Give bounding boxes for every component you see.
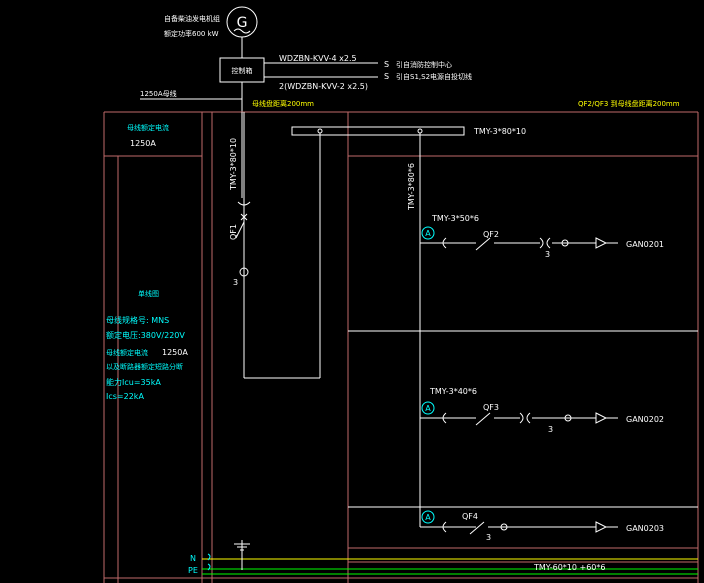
generator-wave-icon	[233, 28, 251, 34]
qf1-switch-blade	[235, 221, 245, 239]
branch-3-disconnect-arc-icon	[442, 521, 447, 533]
main-busbar	[291, 126, 465, 136]
pe-label: PE	[188, 566, 198, 575]
branch-1-coupling-icon	[539, 237, 551, 249]
branch-2-arrow-icon	[595, 412, 608, 424]
branch-2-breaker-label: QF3	[483, 403, 499, 412]
branch-2-outlet: GAN0202	[626, 415, 664, 424]
spec-6: Ics=22kA	[106, 392, 144, 401]
branch-2-ammeter-icon	[421, 401, 435, 415]
branch-2-coupling-icon	[519, 412, 531, 424]
branch-2-breaker-blade	[475, 412, 491, 426]
busbar-distance-right: QF2/QF3 到母线盘距离200mm	[578, 99, 680, 108]
single-line-title: 单线图	[138, 289, 159, 298]
branch-1-breaker-label: QF2	[483, 230, 499, 239]
generator-note-2: 额定功率600 kW	[164, 29, 219, 38]
main-busbar-label: TMY-3*80*10	[473, 127, 526, 136]
branch-1-ammeter-icon	[421, 226, 435, 240]
branch-1-disconnect-arc-icon	[442, 237, 447, 249]
branch-3-ammeter-label: A	[425, 513, 431, 522]
control-box-label: 控制箱	[232, 66, 253, 75]
qf1-cross-icon	[240, 213, 248, 221]
panel-title: 母线额定电流	[127, 123, 169, 132]
main-busbar-node-left	[317, 128, 323, 134]
vertical-busbar-right-label: TMY-3*80*6	[407, 163, 416, 211]
bottom-busbar-label: TMY-60*10 +60*6	[533, 563, 606, 572]
vertical-busbar-left-label: TMY-3*80*10	[229, 138, 238, 191]
spec-1: 母线规格号: MNS	[106, 315, 169, 325]
branch-2-busbar-label: TMY-3*40*6	[429, 387, 477, 396]
ground-busbars: N PE TMY-60*10 +60*6	[188, 540, 698, 575]
branch-3-outlet: GAN0203	[626, 524, 664, 533]
panel-frame	[103, 111, 699, 583]
branch-3-ct-icon	[500, 523, 508, 531]
main-loop	[241, 112, 321, 379]
qf1-label: QF1	[229, 224, 238, 240]
branch-1-breaker-blade	[475, 237, 491, 251]
branch-1-ct-icon	[561, 239, 569, 247]
branch-1-busbar-label: TMY-3*50*6	[431, 214, 479, 223]
signal-cable-2-spec: 2(WDZBN-KVV-2 x2.5)	[279, 82, 368, 91]
control-box: 控制箱	[219, 57, 265, 83]
branch-1-ammeter-label: A	[425, 229, 431, 238]
signal-1-text: 引自消防控制中心	[396, 60, 452, 69]
branch-1-ct-count: 3	[545, 250, 550, 259]
qf1-disconnect-arc-icon	[237, 201, 251, 206]
generator: G 自备柴油发电机组 额定功率600 kW	[164, 6, 258, 38]
qf1-ct-icon	[239, 267, 249, 277]
signal-cable-1-spec: WDZBN-KVV-4 x2.5	[279, 54, 357, 63]
branch-3-breaker-label: QF4	[462, 512, 478, 521]
signal-1-prefix: S	[384, 60, 389, 69]
branch-3-ct-count: 3	[486, 533, 491, 542]
n-terminal-arc-icon	[207, 553, 211, 561]
branch-2: A 3 TMY-3*40*6 QF3 GAN0202	[420, 387, 664, 434]
branch-2-ct-icon	[564, 414, 572, 422]
pe-terminal-arc-icon	[207, 563, 211, 571]
spec-2: 额定电压:380V/220V	[106, 330, 185, 340]
qf1-ct-count: 3	[233, 278, 238, 287]
branch-3-ammeter-icon	[421, 510, 435, 524]
busbar-distance-left: 母线盘距离200mm	[252, 99, 314, 108]
branch-2-disconnect-arc-icon	[442, 412, 447, 424]
main-busbar-node-right	[417, 128, 423, 134]
ground-icon	[234, 540, 250, 570]
branch-1-arrow-icon	[595, 237, 608, 249]
main-breaker-qf1: 3	[233, 201, 251, 287]
spec-3-value: 1250A	[162, 348, 188, 357]
generator-symbol-letter: G	[237, 15, 248, 31]
branch-1-outlet: GAN0201	[626, 240, 664, 249]
signal-2-text: 引自S1,S2电源自投切线	[396, 72, 472, 81]
generator-note-1: 自备柴油发电机组	[164, 14, 220, 23]
spec-4: 以及断路器额定短路分断	[106, 362, 183, 371]
signal-2-prefix: S	[384, 72, 389, 81]
branch-1: A 3 TMY-3*50*6 QF2 GAN0201	[420, 214, 664, 259]
spec-5: 能力Icu=35kA	[106, 377, 161, 387]
branch-3-arrow-icon	[595, 521, 608, 533]
main-cable-label: 1250A母线	[140, 89, 177, 98]
n-label: N	[190, 554, 196, 563]
branch-3: A 3 QF4 GAN0203	[420, 510, 664, 542]
branch-2-ammeter-label: A	[425, 404, 431, 413]
spec-3-label: 母线额定电流	[106, 348, 148, 357]
panel-current: 1250A	[130, 139, 156, 148]
branch-2-ct-count: 3	[548, 425, 553, 434]
branch-3-breaker-blade	[469, 521, 485, 535]
